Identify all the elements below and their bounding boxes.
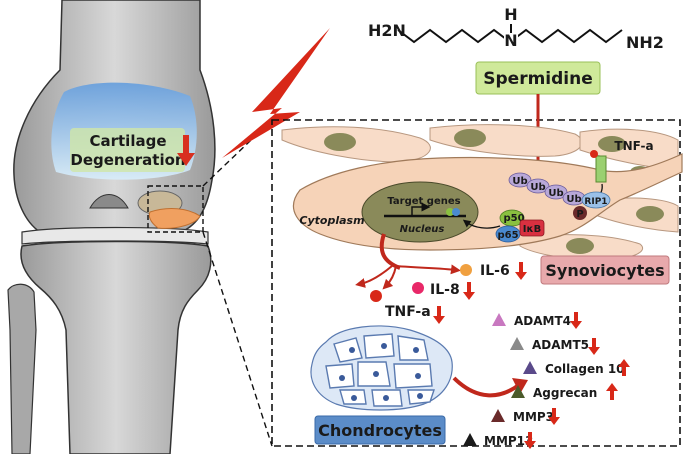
chondro-effect-arrow bbox=[452, 376, 522, 398]
nucleus-label: Nucleus bbox=[400, 224, 445, 235]
down-arrow-icon bbox=[570, 312, 582, 329]
degeneration-arrow bbox=[177, 135, 195, 166]
ub-label-1: Ub bbox=[512, 176, 527, 187]
p50 bbox=[499, 209, 525, 227]
receptor bbox=[595, 155, 607, 183]
chondrocyte-cluster bbox=[310, 325, 453, 411]
spermidine-label: Spermidine bbox=[483, 69, 593, 89]
zoom-box bbox=[147, 185, 204, 233]
phospho-label: P bbox=[576, 209, 583, 220]
cytoplasm-label: Cytoplasm bbox=[299, 214, 364, 227]
synoviocytes-box bbox=[540, 255, 670, 285]
molecule-h-label: H bbox=[504, 5, 517, 24]
tnfa-label: TNF-a bbox=[385, 304, 431, 320]
n-label-bg bbox=[504, 33, 518, 49]
molecule-left-group: H2N bbox=[368, 21, 406, 40]
il6-label: IL-6 bbox=[480, 263, 510, 279]
ikb bbox=[519, 219, 545, 237]
marker-triangle-icon bbox=[511, 385, 525, 398]
il8-label: IL-8 bbox=[430, 282, 460, 298]
marker-triangle-icon bbox=[491, 409, 505, 422]
molecule-right-group: NH2 bbox=[626, 33, 664, 52]
ub-label-4: Ub bbox=[566, 194, 581, 205]
target-genes-label: Target genes bbox=[387, 196, 460, 207]
p65-label: p65 bbox=[497, 230, 518, 241]
receptor-label: TNF-a bbox=[614, 139, 653, 153]
tnfa-ligand bbox=[590, 150, 598, 158]
knee-label-line2: Degeneration bbox=[70, 151, 185, 169]
rip1 bbox=[581, 191, 611, 209]
fibula-bone bbox=[7, 283, 37, 454]
ikb-label: IκB bbox=[523, 224, 541, 235]
knee-label-line1: Cartilage bbox=[89, 132, 166, 150]
ub-label-2: Ub bbox=[530, 182, 545, 193]
gene-promoter-arrow bbox=[411, 202, 431, 216]
zoom-line-top bbox=[202, 119, 273, 187]
molecule-n-label: N bbox=[504, 31, 517, 50]
nfkb-bound-blue bbox=[452, 208, 460, 216]
tnfa-dot bbox=[370, 290, 382, 302]
lightning-bolt-icon bbox=[222, 28, 330, 158]
marker-label: MMP3 bbox=[513, 410, 554, 424]
synoviocyte-cells bbox=[281, 124, 679, 261]
up-arrow-icon bbox=[606, 383, 618, 400]
chondrocytes-label: Chondrocytes bbox=[318, 421, 442, 440]
down-arrow-icon bbox=[548, 408, 560, 425]
knee-joint: Cartilage Degeneration bbox=[7, 0, 216, 454]
nfkb-bound-green bbox=[446, 208, 454, 216]
nfkb-translocation-arrow bbox=[462, 219, 501, 229]
spermidine-structure: H2N N H NH2 bbox=[368, 5, 664, 52]
secretion-arrow-tnfa bbox=[355, 265, 393, 288]
ub-label-3: Ub bbox=[548, 188, 563, 199]
zoom-line-bottom bbox=[202, 231, 273, 447]
synovium-patch bbox=[148, 208, 201, 229]
secretion-arrow-il8 bbox=[382, 265, 397, 290]
marker-triangle-icon bbox=[492, 313, 506, 326]
marker-label: MMP13 bbox=[484, 434, 533, 448]
marker-label: Collagen 10 bbox=[545, 362, 625, 376]
marker-triangle-icon bbox=[510, 337, 524, 350]
marker-triangle-icon bbox=[463, 433, 477, 446]
down-arrow-icon bbox=[588, 338, 600, 355]
chondro-effect-arrowhead bbox=[512, 378, 528, 394]
marker-label: ADAMT5 bbox=[532, 338, 589, 352]
up-arrow-icon bbox=[618, 359, 630, 376]
rip1-label: RIP1 bbox=[584, 197, 607, 207]
phospho-p bbox=[573, 206, 587, 220]
tibia-bone bbox=[20, 240, 212, 454]
chondrocytes-box bbox=[314, 415, 446, 445]
tnfa-down-arrow bbox=[433, 306, 445, 324]
synoviocytes-label: Synoviocytes bbox=[545, 261, 664, 280]
down-arrow-icon bbox=[524, 432, 536, 449]
ubiquitin-chain: Ub Ub Ub Ub bbox=[508, 172, 586, 206]
p50-label: p50 bbox=[503, 213, 524, 224]
il8-dot bbox=[412, 282, 424, 294]
il8-down-arrow bbox=[463, 282, 475, 300]
knee-label-box bbox=[70, 128, 185, 172]
condyle-notch bbox=[89, 194, 129, 209]
marker-triangle-icon bbox=[523, 361, 537, 374]
il6-down-arrow bbox=[515, 262, 527, 280]
il6-dot bbox=[460, 264, 472, 276]
secretion-arrow-il6 bbox=[395, 264, 461, 275]
marker-label: ADAMT4 bbox=[514, 314, 571, 328]
nucleus bbox=[361, 181, 479, 243]
marker-label: Aggrecan bbox=[533, 386, 597, 400]
